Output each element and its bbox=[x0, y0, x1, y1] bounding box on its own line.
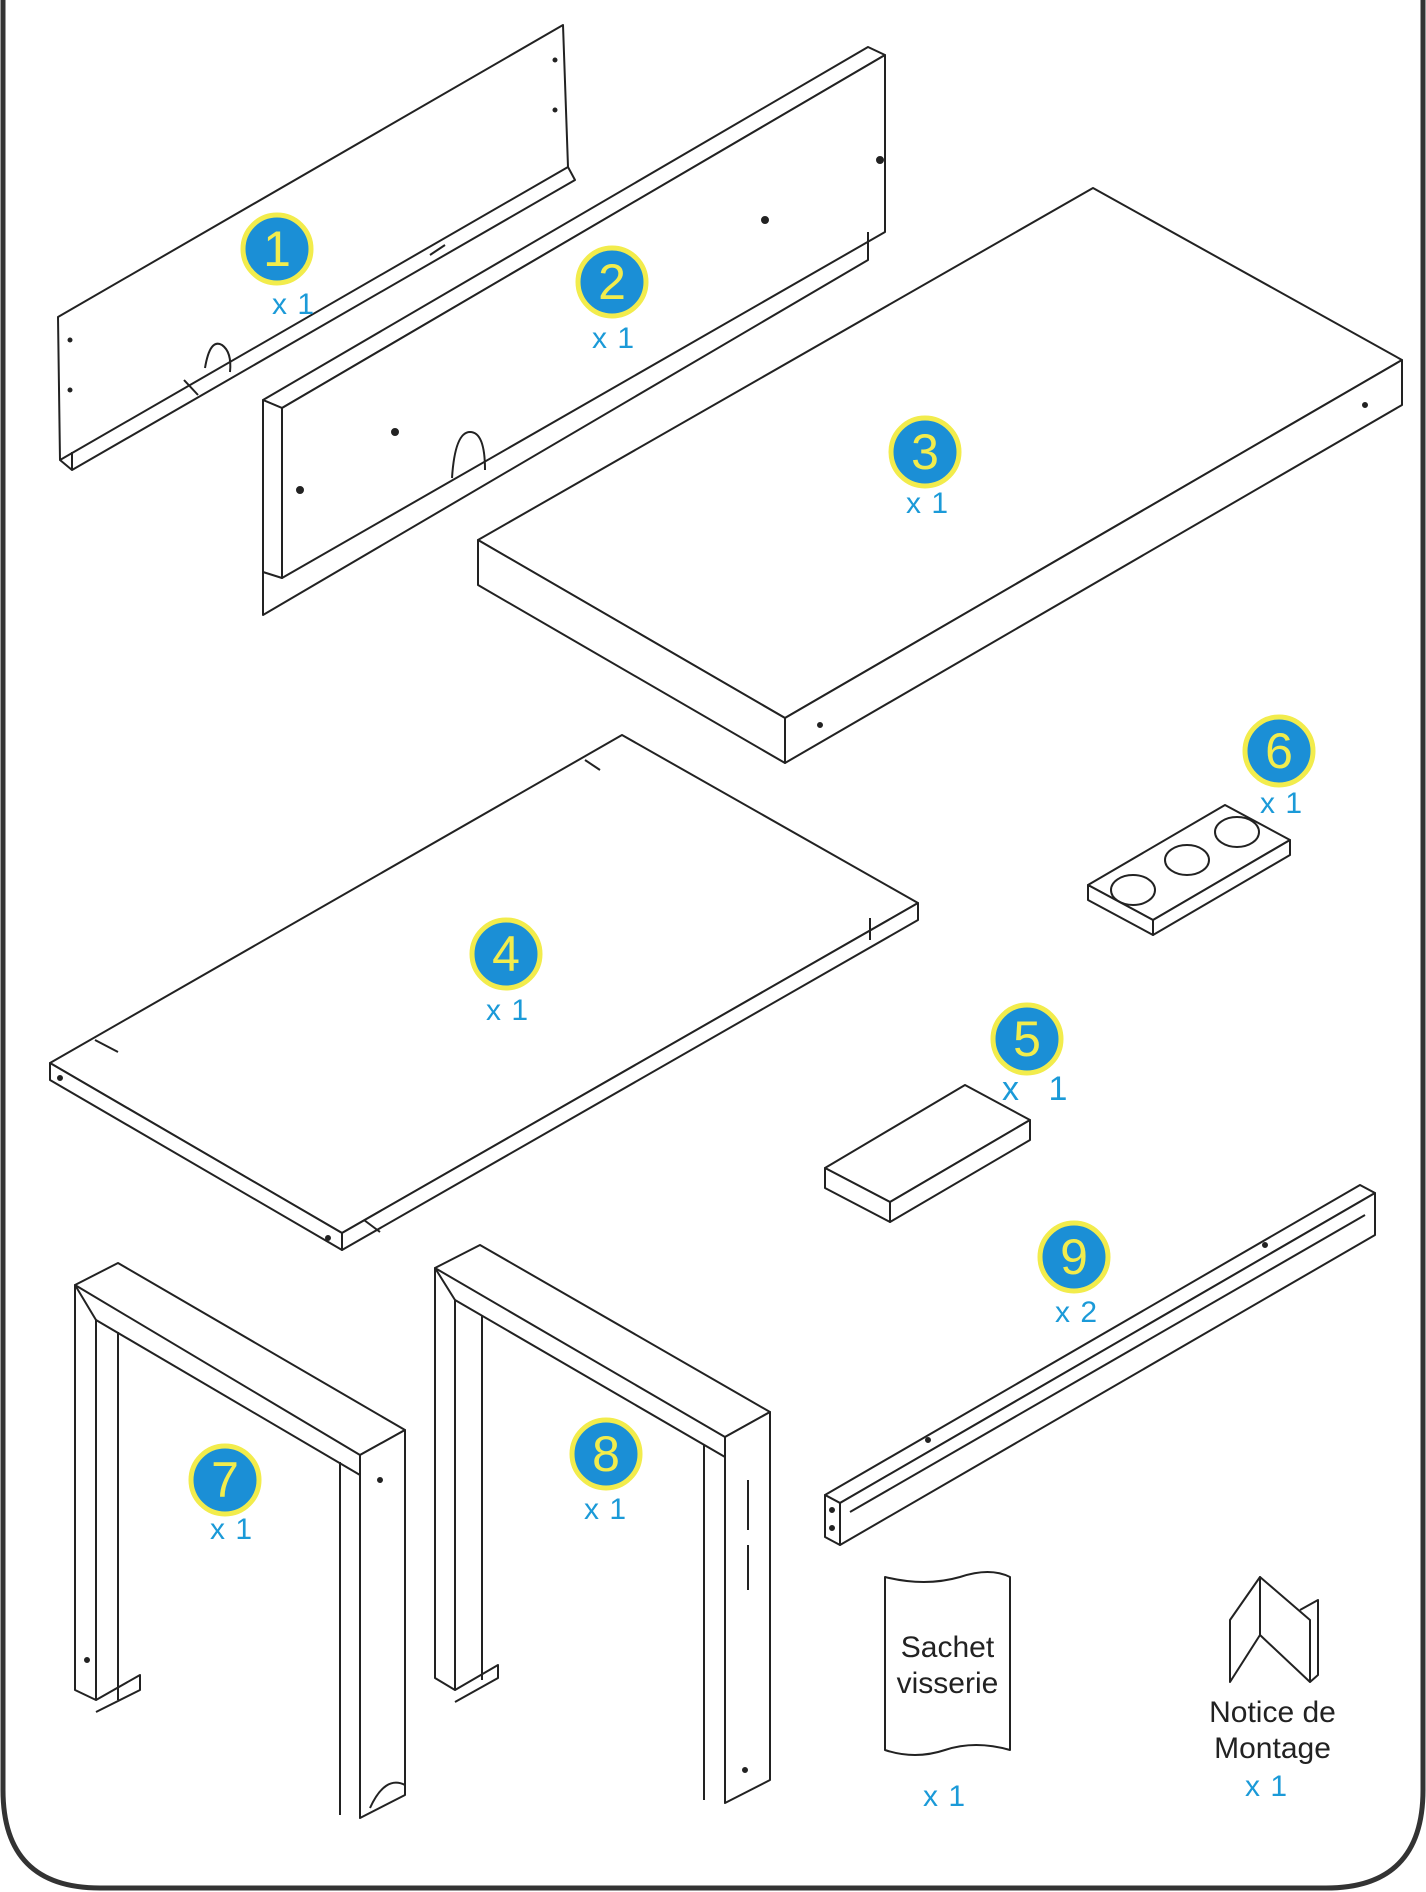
part-8-number: 8 bbox=[592, 1426, 620, 1482]
part-5-quantity: x 1 bbox=[1002, 1070, 1078, 1108]
part-9-drawing bbox=[824, 1184, 1376, 1546]
part-2-badge: 2 bbox=[573, 243, 651, 321]
hardware-bag-label: Sachet visserie bbox=[896, 1631, 999, 1700]
part-8-drawing bbox=[434, 1244, 771, 1804]
manual-drawing bbox=[1229, 1576, 1319, 1683]
part-6-number: 6 bbox=[1265, 723, 1293, 779]
part-1-drawing bbox=[57, 24, 576, 471]
part-5-number: 5 bbox=[1013, 1011, 1041, 1067]
part-7-quantity: x 1 bbox=[210, 1513, 254, 1546]
part-3-number: 3 bbox=[911, 424, 939, 480]
part-1-number: 1 bbox=[263, 221, 291, 277]
hardware-bag-drawing bbox=[884, 1571, 1011, 1756]
part-5-drawing bbox=[824, 1084, 1031, 1223]
part-4-number: 4 bbox=[492, 926, 520, 982]
part-6-drawing bbox=[1087, 804, 1291, 936]
part-9-number: 9 bbox=[1060, 1229, 1088, 1285]
part-4-badge: 4 bbox=[467, 915, 545, 993]
part-1-badge: 1 bbox=[238, 210, 316, 288]
part-9-badge: 9 bbox=[1035, 1218, 1113, 1296]
part-2-number: 2 bbox=[598, 254, 626, 310]
manual-quantity: x 1 bbox=[1245, 1770, 1289, 1803]
part-9-quantity: x 2 bbox=[1055, 1296, 1099, 1329]
part-2-drawing bbox=[262, 46, 886, 616]
part-4-quantity: x 1 bbox=[486, 994, 530, 1027]
part-7-number: 7 bbox=[211, 1452, 239, 1508]
hardware-bag-quantity: x 1 bbox=[923, 1780, 967, 1813]
part-3-badge: 3 bbox=[886, 413, 964, 491]
part-8-quantity: x 1 bbox=[584, 1493, 628, 1526]
part-2-quantity: x 1 bbox=[592, 322, 636, 355]
part-4-drawing bbox=[49, 734, 919, 1251]
part-7-badge: 7 bbox=[186, 1441, 264, 1519]
part-5-badge: 5 bbox=[988, 1000, 1066, 1078]
part-6-badge: 6 bbox=[1240, 712, 1318, 790]
part-7-drawing bbox=[74, 1262, 406, 1819]
part-6-quantity: x 1 bbox=[1260, 787, 1304, 820]
part-3-quantity: x 1 bbox=[906, 487, 950, 520]
part-1-quantity: x 1 bbox=[272, 288, 316, 321]
manual-label: Notice de Montage bbox=[1209, 1696, 1336, 1765]
part-8-badge: 8 bbox=[567, 1415, 645, 1493]
